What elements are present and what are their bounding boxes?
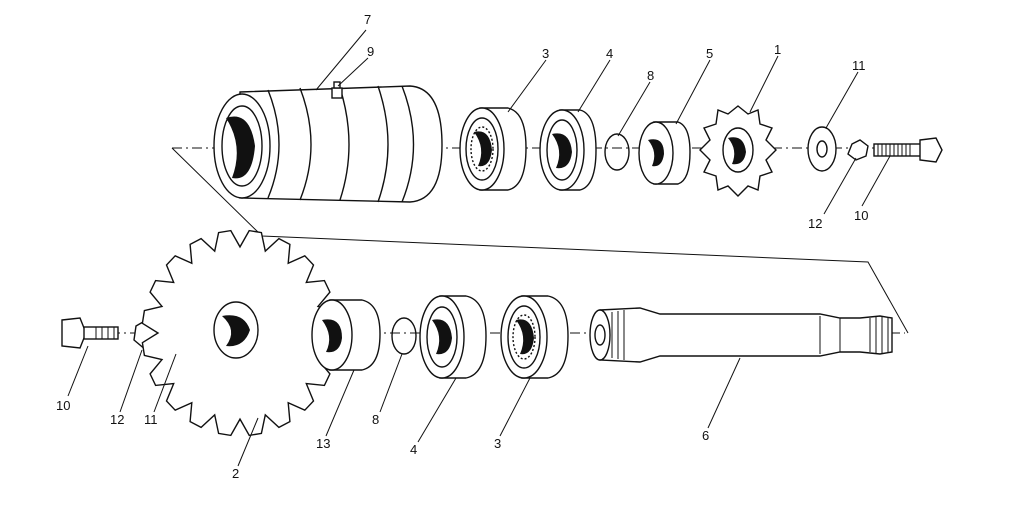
shaft-part-6 [589, 307, 893, 363]
callout-2: 2 [232, 466, 239, 481]
leader-lines [67, 29, 891, 467]
o-ring-part-8-bottom [391, 317, 417, 355]
callout-10-top: 10 [854, 208, 868, 223]
bearing-part-3-bottom [500, 295, 569, 379]
bearing-cup-part-4-bottom [419, 295, 487, 379]
callout-7: 7 [364, 12, 371, 27]
callout-1: 1 [774, 42, 781, 57]
large-sprocket-part-2 [141, 229, 339, 437]
spacer-part-13 [311, 299, 381, 371]
callout-labels: 7 9 3 4 8 5 1 11 12 10 10 12 11 2 13 8 4… [56, 12, 868, 481]
o-ring-part-8-top [604, 133, 630, 171]
bolt-part-10-top [873, 137, 943, 163]
bolt-part-10-bottom [61, 317, 119, 349]
callout-11-top: 11 [852, 58, 866, 73]
bearing-part-3-top [459, 107, 527, 191]
callout-4-top: 4 [606, 46, 613, 61]
callout-3-top: 3 [542, 46, 549, 61]
spacer-part-5 [638, 121, 691, 185]
bearing-cup-part-4-top [539, 109, 597, 191]
callout-12-top: 12 [808, 216, 822, 231]
callout-3-bottom: 3 [494, 436, 501, 451]
housing-part-7 [213, 85, 443, 203]
grease-fitting-part-9 [331, 81, 343, 99]
small-sprocket-part-1 [699, 105, 777, 197]
callout-4-bottom: 4 [410, 442, 417, 457]
callout-8-bottom: 8 [372, 412, 379, 427]
callout-12-bottom: 12 [110, 412, 124, 427]
callout-11-bottom: 11 [144, 412, 158, 427]
callout-10-bottom: 10 [56, 398, 70, 413]
callout-13: 13 [316, 436, 330, 451]
callout-6: 6 [702, 428, 709, 443]
callout-9: 9 [367, 44, 374, 59]
washer-part-11-top [807, 126, 837, 172]
lock-washer-part-12-top [847, 139, 869, 161]
callout-8-top: 8 [647, 68, 654, 83]
callout-5: 5 [706, 46, 713, 61]
